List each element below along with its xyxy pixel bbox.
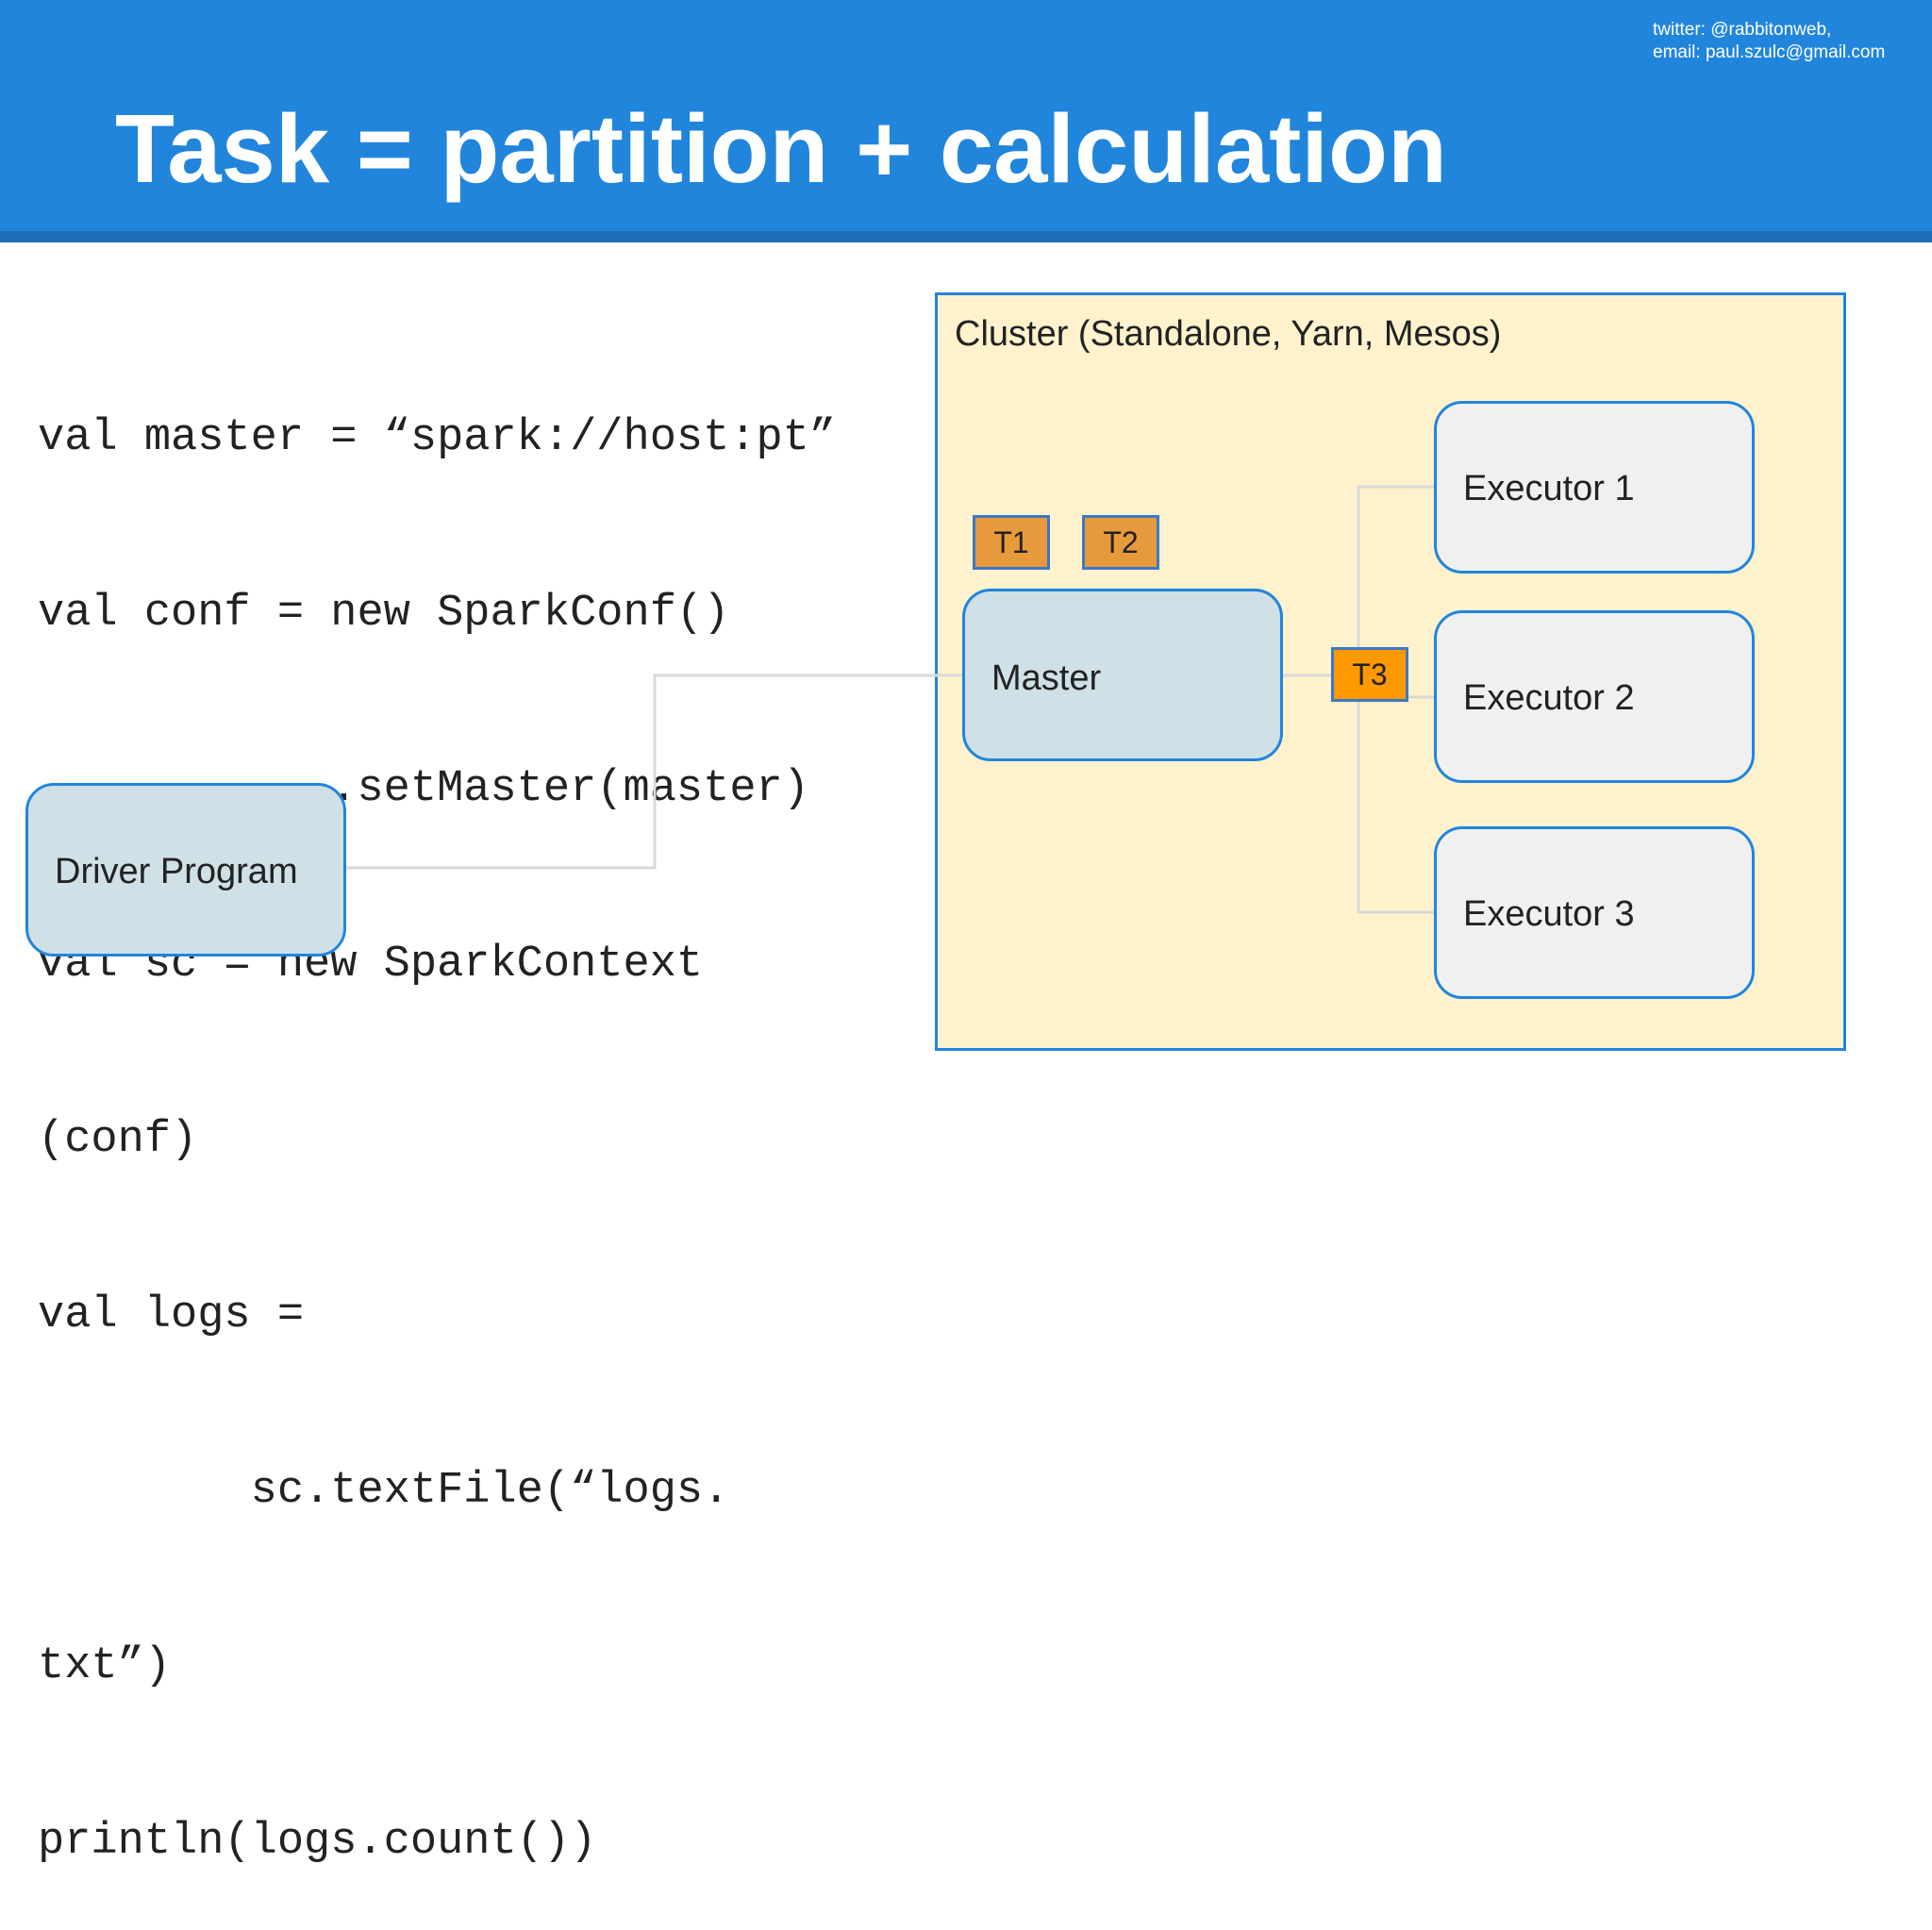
cluster-label: Cluster (Standalone, Yarn, Mesos): [955, 314, 1502, 354]
executor-1-node: Executor 1: [1434, 401, 1755, 574]
executor-3-label: Executor 3: [1463, 894, 1635, 934]
contact-email: email: paul.szulc@gmail.com: [1653, 42, 1886, 62]
executor-2-node: Executor 2: [1434, 610, 1755, 783]
contact-twitter: twitter: @rabbitonweb,: [1653, 20, 1832, 40]
code-line: val master = “spark://host:pt”: [38, 413, 837, 463]
task-t2: T2: [1082, 515, 1159, 570]
executor-1-label: Executor 1: [1463, 469, 1635, 508]
code-line: val logs =: [38, 1290, 305, 1340]
code-line: (conf): [38, 1115, 198, 1165]
code-block: val master = “spark://host:pt” val conf …: [38, 292, 836, 1930]
slide-title: Task = partition + calculation: [115, 94, 1447, 203]
driver-program-node: Driver Program: [25, 783, 346, 957]
code-line: sc.textFile(“logs.: [38, 1466, 730, 1516]
header-divider: [0, 231, 1932, 242]
code-line: println(logs.count()): [38, 1817, 597, 1867]
contact-info: twitter: @rabbitonweb, email: paul.szulc…: [1653, 19, 1885, 64]
task-t1: T1: [973, 515, 1050, 570]
code-line: val conf = new SparkConf(): [38, 589, 730, 639]
master-node: Master: [962, 589, 1283, 761]
slide-header: [0, 0, 1932, 231]
task-t3: T3: [1331, 647, 1408, 702]
code-line: txt”): [38, 1641, 172, 1691]
executor-3-node: Executor 3: [1434, 826, 1755, 999]
executor-2-label: Executor 2: [1463, 678, 1635, 718]
driver-program-label: Driver Program: [55, 852, 298, 891]
master-label: Master: [991, 658, 1102, 698]
